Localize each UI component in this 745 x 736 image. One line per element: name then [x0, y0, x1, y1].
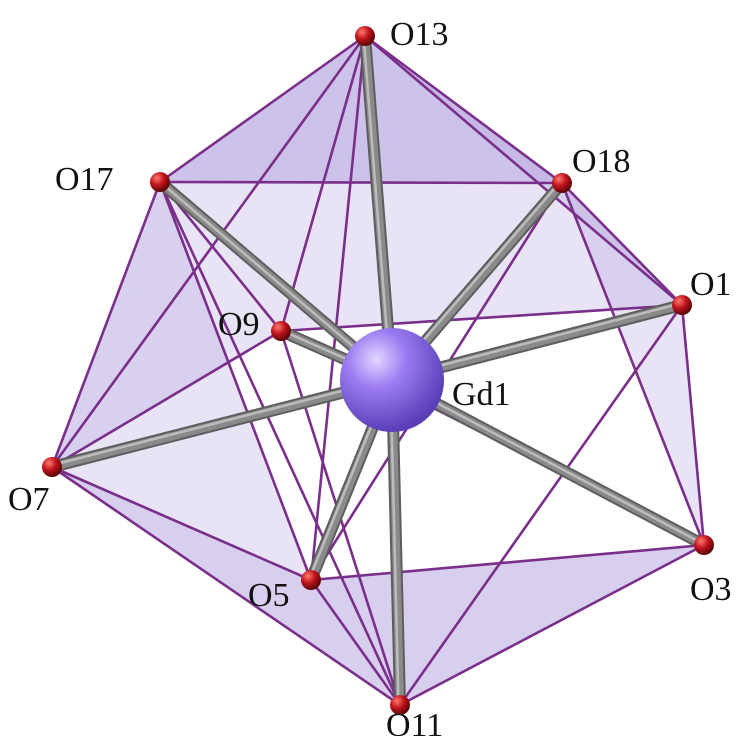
polyhedron-face [52, 182, 311, 580]
oxygen-atom-o1 [672, 295, 692, 315]
oxygen-atom-o5 [301, 570, 321, 590]
label-o1: O1 [690, 266, 732, 303]
bond-o13 [361, 32, 396, 384]
polyhedron-edge [309, 578, 402, 707]
bond-highlight [389, 377, 704, 545]
polyhedron-edge [50, 465, 313, 582]
polyhedron-edge [363, 34, 564, 185]
polyhedron-face [311, 545, 704, 705]
oxygen-atom-o9 [271, 321, 291, 341]
polyhedron-edge [50, 465, 402, 707]
polyhedron-edge [363, 34, 684, 307]
polyhedron-edge [158, 34, 367, 184]
oxygen-atom-o11 [390, 695, 410, 715]
bond-o11 [388, 376, 404, 709]
oxygen-atom-o7 [42, 457, 62, 477]
polyhedron-edge [560, 181, 706, 547]
label-o18: O18 [572, 143, 631, 180]
label-o17: O17 [55, 161, 114, 198]
label-gd1: Gd1 [452, 376, 511, 413]
polyhedron-edge [309, 34, 367, 582]
polyhedron-edge [158, 180, 564, 185]
oxygen-atom-o18 [552, 173, 572, 193]
polyhedron-edge [50, 180, 162, 469]
bond-highlight [49, 377, 392, 467]
bond-highlight [389, 377, 400, 705]
oxygen-atom-o3 [694, 535, 714, 555]
polyhedron-edge [50, 329, 283, 469]
polyhedron-edge [680, 303, 706, 547]
bond-o7 [48, 376, 396, 471]
polyhedron-edge [398, 543, 706, 707]
bond-highlight [362, 33, 392, 380]
polyhedron-face [160, 36, 562, 183]
gd-atom [340, 328, 444, 432]
label-o9: O9 [218, 306, 260, 343]
polyhedron-edge [398, 303, 684, 707]
label-o3: O3 [690, 571, 732, 608]
label-o11: O11 [386, 707, 443, 736]
label-o13: O13 [390, 16, 449, 53]
polyhedron-edge [560, 181, 684, 307]
polyhedron-edge [279, 303, 684, 333]
polyhedron-face [52, 182, 281, 467]
gd-atom-sphere [340, 328, 444, 432]
label-o7: O7 [8, 481, 50, 518]
polyhedron-edge [158, 180, 402, 707]
oxygen-atom-o17 [150, 172, 170, 192]
polyhedron-edge [158, 180, 313, 582]
polyhedron-edge [50, 34, 367, 469]
polyhedron-edge [309, 543, 706, 582]
label-o5: O5 [248, 577, 290, 614]
oxygen-atom-o13 [355, 26, 375, 46]
oxygen-atoms [42, 26, 714, 715]
bond-highlight [157, 179, 392, 380]
gd-o-bonds [46, 30, 710, 711]
